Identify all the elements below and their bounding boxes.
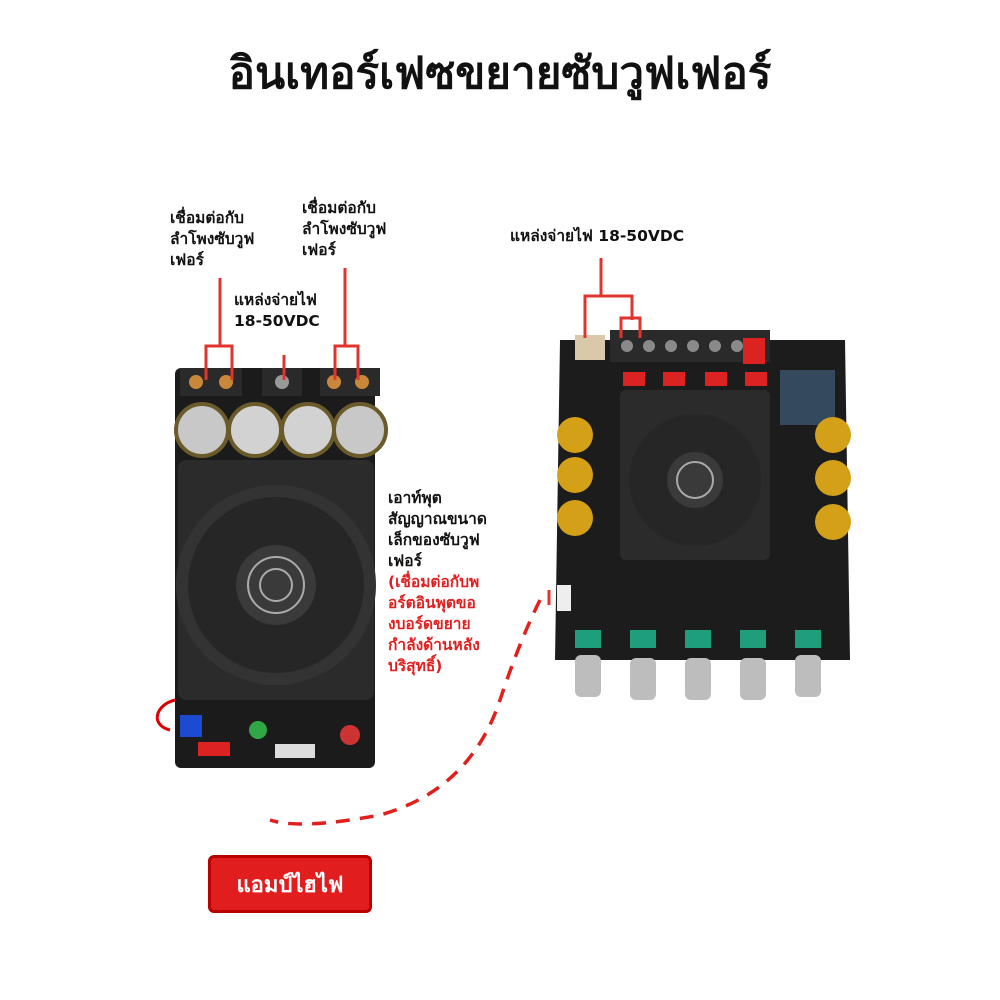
speaker-terminal-right <box>320 368 380 396</box>
capacitors-left <box>557 417 593 536</box>
control-knobs <box>575 655 821 700</box>
dashed-connection <box>269 599 542 826</box>
cooling-fan <box>176 485 376 685</box>
label-power-left: แหล่งจ่ายไฟ 18-50VDC <box>234 291 320 330</box>
hifi-amp-button[interactable]: แอมป์ไฮไฟ <box>208 855 372 913</box>
label-subwoofer-right: เชื่อมต่อกับ ลำโพงซับวูฟ เฟอร์ <box>302 199 387 259</box>
label-subwoofer-left: เชื่อมต่อกับ ลำโพงซับวูฟ เฟอร์ <box>170 209 255 269</box>
cooling-fan <box>620 390 770 560</box>
right-amplifier-board <box>555 330 851 700</box>
input-connector <box>557 585 571 611</box>
capacitor-row <box>174 402 388 458</box>
page-title: อินเทอร์เฟซขยายซับวูฟเฟอร์ <box>228 48 772 99</box>
power-terminal <box>262 368 302 396</box>
capacitors-right <box>815 417 851 540</box>
left-amplifier-board <box>156 368 388 768</box>
label-output: เอาท์พุต สัญญาณขนาด เล็กของซับวูฟ เฟอร์ … <box>388 489 487 675</box>
terminal-block <box>575 330 770 364</box>
label-power-right: แหล่งจ่ายไฟ 18-50VDC <box>510 227 685 245</box>
